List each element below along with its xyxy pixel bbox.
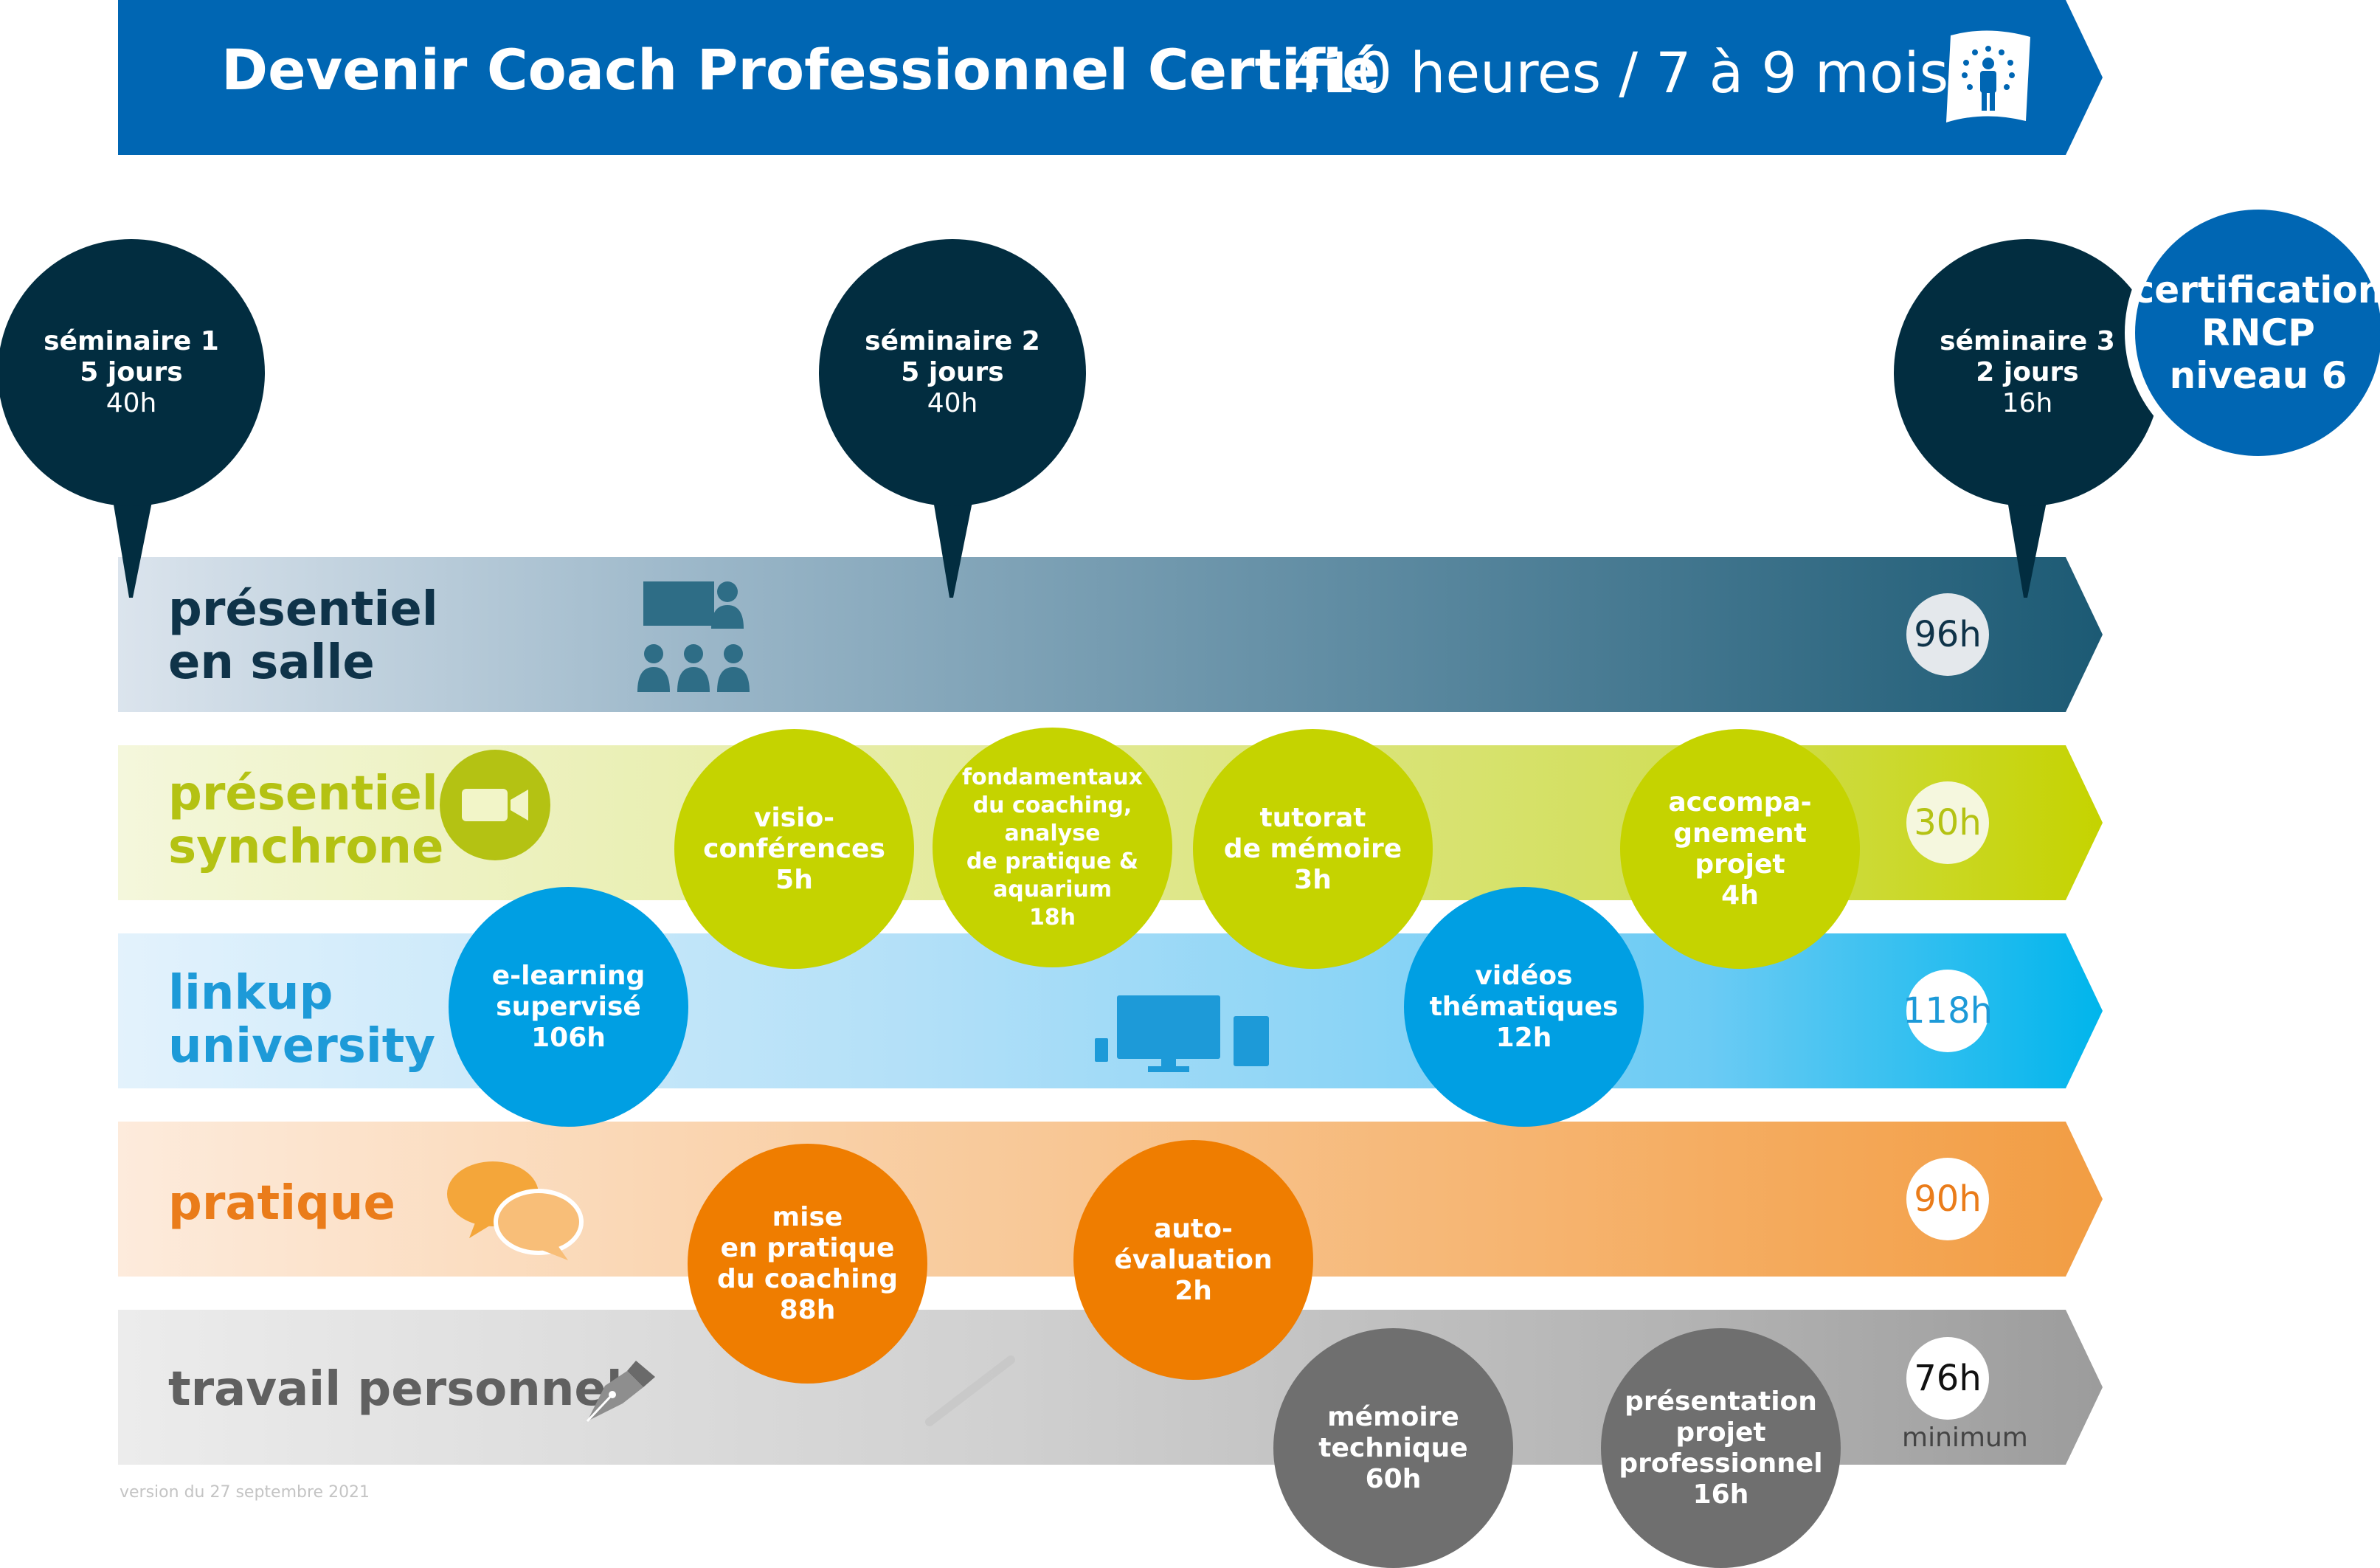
activity-presentation-projet: présentation projet professionnel 16h <box>1601 1328 1841 1568</box>
total-hours-pratique: 90h <box>1906 1158 1989 1240</box>
minimum-note: minimum <box>1902 1423 2028 1453</box>
activity-mise-en-pratique: mise en pratique du coaching 88h <box>688 1144 927 1384</box>
eu-flag-person-icon <box>1946 30 2030 122</box>
header-banner <box>118 0 2103 155</box>
seminar-1-pin: séminaire 1 5 jours 40h <box>0 239 265 506</box>
certification-badge: certification RNCP niveau 6 <box>2125 199 2380 466</box>
band-label-presentiel-synchrone: présentiel synchrone <box>168 767 444 874</box>
band-label-travail-personnel: travail personnel <box>168 1362 623 1417</box>
activity-tutorat-memoire: tutorat de mémoire 3h <box>1193 729 1433 969</box>
band-label-linkup-university: linkup university <box>168 966 436 1074</box>
fountain-pen-icon <box>586 1361 655 1423</box>
devices-icon <box>1095 995 1269 1072</box>
activity-elearning: e-learning supervisé 106h <box>449 887 688 1127</box>
total-hours-linkup-university: 118h <box>1903 970 1993 1052</box>
seminar-3-pin: séminaire 3 2 jours 16h <box>1894 239 2161 506</box>
activity-auto-evaluation: auto- évaluation 2h <box>1073 1140 1313 1380</box>
classroom-icon <box>637 581 750 692</box>
activity-videos-thematiques: vidéos thématiques 12h <box>1404 887 1644 1127</box>
band-label-presentiel-salle: présentiel en salle <box>168 582 438 690</box>
total-hours-travail-personnel: 76h <box>1906 1337 1989 1420</box>
speech-bubbles-icon <box>447 1161 584 1260</box>
seminar-2-pin: séminaire 2 5 jours 40h <box>819 239 1086 506</box>
activity-memoire-technique: mémoire technique 60h <box>1273 1328 1513 1568</box>
total-hours-presentiel-salle: 96h <box>1906 593 1989 676</box>
version-note: version du 27 septembre 2021 <box>120 1483 370 1502</box>
video-camera-icon <box>440 750 550 860</box>
band-presentiel-salle <box>118 557 2103 712</box>
activity-accompagnement-projet: accompa- gnement projet 4h <box>1620 729 1860 969</box>
faint-pen-icon <box>925 1355 1015 1426</box>
page-subtitle: 410 heures / 7 à 9 mois <box>1285 40 1949 106</box>
page-title: Devenir Coach Professionnel Certifié <box>221 37 1380 103</box>
activity-visioconferences: visio- conférences 5h <box>674 729 914 969</box>
activity-fondamentaux: fondamentaux du coaching, analyse de pra… <box>933 728 1172 967</box>
total-hours-presentiel-synchrone: 30h <box>1906 781 1989 864</box>
band-label-pratique: pratique <box>168 1176 395 1231</box>
